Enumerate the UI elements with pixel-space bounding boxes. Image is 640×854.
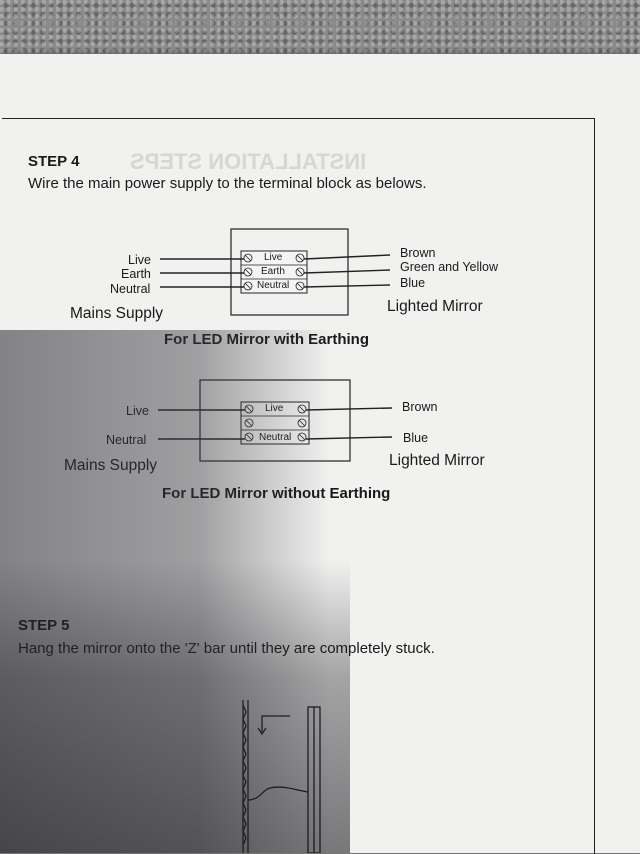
terminal-label-neutral: Neutral [257, 280, 290, 291]
supply-label-live: Live [126, 404, 149, 418]
supply-label-neutral: Neutral [110, 282, 151, 296]
terminal-label-live: Live [264, 252, 283, 263]
terminal-label-earth: Earth [261, 266, 285, 277]
supply-label-live: Live [128, 253, 151, 267]
lighted-mirror-label: Lighted Mirror [389, 452, 485, 469]
screw-icon [243, 253, 305, 291]
caption-with-earthing: For LED Mirror with Earthing [164, 331, 369, 348]
supply-label-earth: Earth [121, 267, 151, 281]
wire-label-blue: Blue [400, 276, 426, 290]
z-bar-illustration [242, 700, 321, 853]
step5-heading: STEP 5 [18, 617, 70, 634]
wire-label-brown: Brown [400, 246, 436, 260]
step4-instruction: Wire the main power supply to the termin… [28, 175, 427, 192]
terminal-label-live: Live [265, 403, 284, 414]
step4-heading: STEP 4 [28, 153, 80, 170]
wire-label-green-yellow: Green and Yellow [400, 260, 498, 274]
supply-label-neutral: Neutral [106, 433, 147, 447]
wire-label-brown: Brown [402, 400, 438, 414]
lighted-mirror-label: Lighted Mirror [387, 298, 483, 315]
mains-supply-label: Mains Supply [70, 305, 164, 322]
wire-label-blue: Blue [403, 431, 429, 445]
step5-instruction: Hang the mirror onto the 'Z' bar until t… [18, 640, 435, 657]
terminal-label-neutral: Neutral [259, 432, 292, 443]
page-border [2, 118, 595, 854]
mains-supply-label: Mains Supply [64, 457, 158, 474]
caption-without-earthing: For LED Mirror without Earthing [162, 485, 391, 502]
